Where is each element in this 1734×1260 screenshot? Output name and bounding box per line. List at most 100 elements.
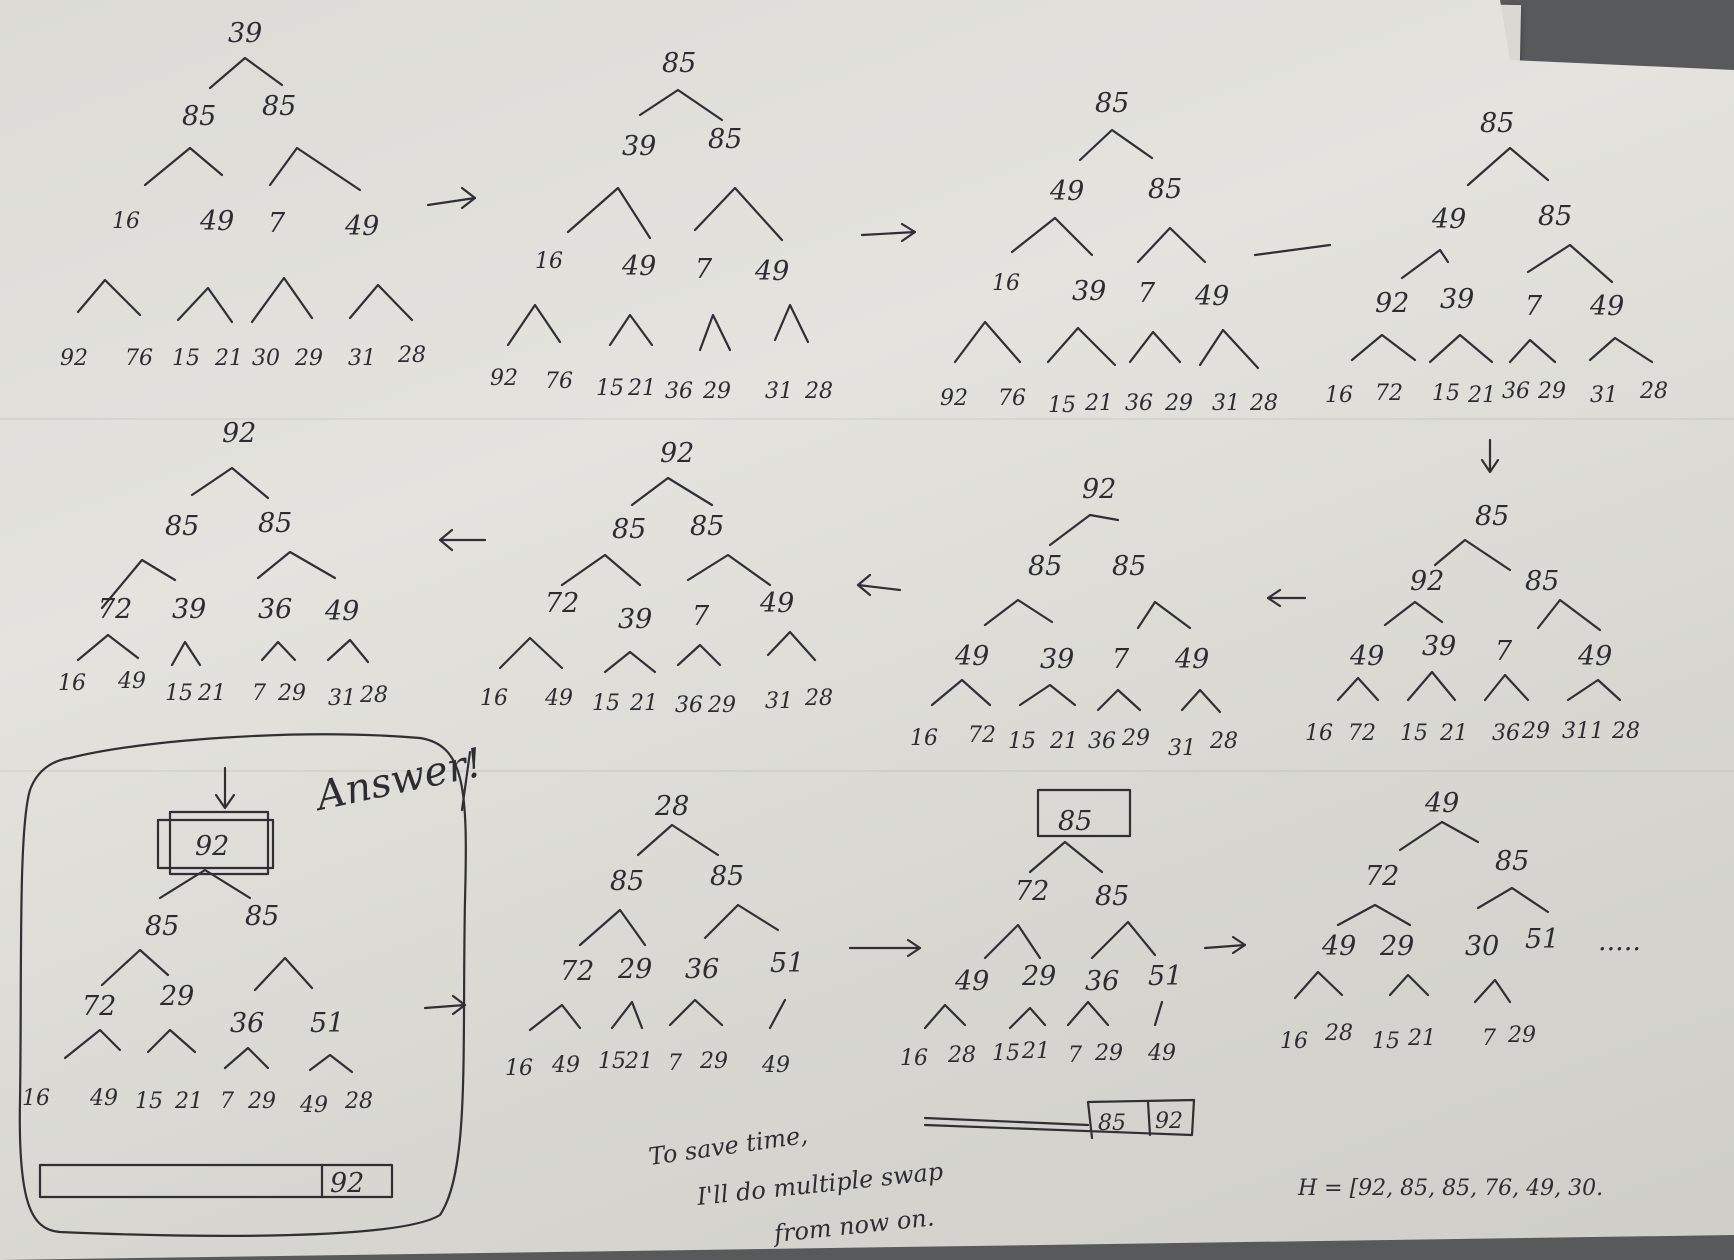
tree-edge [1048,513,1120,547]
tree-node: 49 [1194,281,1229,312]
tree-leaf: 15 [1008,729,1036,754]
tree-node: 85 [710,861,744,892]
tree-edge [1428,333,1494,364]
tree-leaf: 15 [172,346,200,371]
tree-leaf: 15 [135,1089,163,1114]
tree-node: 39 [618,604,652,635]
tree-node: 39 [1040,644,1074,675]
tree-edge [686,553,772,587]
tree-edge [698,313,732,352]
tree-leaf: 28 [1611,719,1640,744]
tree-edge [1483,673,1530,702]
tree-node: 49 [954,641,989,672]
tree-node: 85 [610,866,644,897]
tree-leaf: 29 [1164,391,1193,416]
tree-leaf: 29 [247,1089,276,1114]
tree-leaf: 76 [998,386,1026,411]
tree-edge [1433,538,1512,572]
arrow-left-head [856,573,872,597]
tree-edge [1473,978,1512,1004]
tree-edge [1128,330,1182,364]
tree-edge [1180,688,1222,714]
tree-leaf: 76 [545,369,573,394]
tree-node: 49 [1349,641,1384,672]
tree-edge [1466,146,1550,187]
tree-node: 72 [82,991,116,1022]
tree-edge [268,146,362,192]
tree-leaf: 30 [252,346,280,371]
answer-label-stroke [460,750,472,812]
tree-leaf: 49 [1147,1041,1176,1066]
tree-leaf: 21 [1084,391,1113,416]
sorted-array-2: 85 92 [923,1098,1196,1140]
tree-edge [560,553,642,587]
tree-leaf: 29 [707,693,736,718]
root-node: 85 [1095,88,1129,119]
tree-node: 49 [754,256,789,287]
tree-edge [1508,338,1557,364]
tree-edge [983,923,1042,960]
arrow-right [860,230,917,237]
tree-node: 51 [1148,961,1182,992]
tree-leaf: 15 [1400,721,1428,746]
tree-edge [63,1028,122,1060]
heap-tree-step-5: 85 92 85 49 39 7 49 16 72 15 21 36 29 31… [1305,501,1640,746]
tree-node: 85 [612,514,646,545]
heap-tree-step-10: 28 85 85 72 29 36 51 16 49 15 21 7 29 49 [505,791,804,1081]
tree-edge [1018,683,1077,707]
tree-leaf: 21 [197,681,226,706]
heap-tree-step-4: 85 49 85 92 39 7 49 16 72 15 21 36 29 31… [1325,108,1668,408]
tree-edge [1198,328,1260,370]
arrow-right [423,1003,467,1010]
tree-leaf: 7 [1068,1043,1082,1068]
tree-node: 36 [258,594,292,625]
tree-edge [170,640,202,667]
tree-node: 92 [1410,566,1444,597]
tree-edge [1293,970,1344,1000]
tree-node: 51 [310,1008,344,1039]
tree-node: 49 [199,206,234,237]
tree-node: 7 [695,254,713,285]
tree-node: 16 [112,209,140,234]
tree-edge [1588,336,1654,364]
tree-leaf: 28 [947,1043,976,1068]
tree-leaf: 16 [480,686,508,711]
tree-edge [566,186,652,240]
tree-edge [1153,1000,1164,1027]
tree-leaf: 28 [1249,391,1278,416]
tree-edge [608,313,654,347]
tree-node: 85 [1095,881,1129,912]
tree-node: 29 [1021,961,1056,992]
tree-edge [1536,598,1602,632]
tree-node: 85 [165,511,199,542]
tree-edge [100,558,177,610]
tree-node: 7 [1138,278,1156,309]
tree-leaf: 16 [22,1086,50,1111]
arrow-left-head [438,528,454,552]
note-line-3: from now on. [771,1203,936,1248]
tree-edge [1383,600,1444,627]
tree-edge [1136,600,1192,630]
root-node: 85 [1058,806,1092,837]
tree-node: 85 [1495,846,1529,877]
tree-leaf: 49 [117,669,146,694]
tree-leaf: 49 [544,686,573,711]
tree-edge [190,466,270,500]
fold-line [0,770,1734,772]
tree-node: 49 [1174,644,1209,675]
tree-node: 85 [1525,566,1559,597]
arrow-right-head [460,186,477,210]
tree-node: 36 [1085,966,1119,997]
arrow-left-head [1266,588,1282,608]
tree-node: 49 [1589,291,1624,322]
tree-edge [1336,903,1412,927]
tree-node: 7 [268,208,286,239]
tree-leaf: 36 [1125,391,1153,416]
tree-node: 49 [1431,204,1466,235]
tree-leaf: 28 [804,686,833,711]
tree-node: 49 [759,588,794,619]
tree-leaf: 15 [992,1041,1020,1066]
tree-edge [1476,886,1550,914]
tree-leaf: 28 [1324,1021,1353,1046]
tree-node: 51 [770,948,804,979]
